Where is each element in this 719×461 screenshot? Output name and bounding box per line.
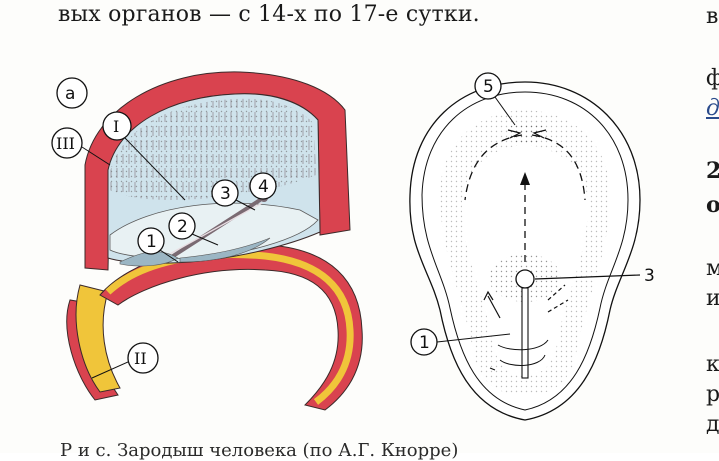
right-fragment-10: д [706,412,719,437]
embryo-outline-inner [421,91,629,411]
label-1: 1 [146,232,157,252]
figure-caption-partial: Р и с. Зародыш человека (по А.Г. Кнорре) [60,440,459,461]
right-fragment-4: 2 [706,158,719,184]
label-b-1: 1 [419,333,430,353]
label-II: II [134,349,147,368]
body-text-line: вых органов — с 14-х по 17-е сутки. [58,2,480,27]
panel-label-a: а [65,84,75,104]
label-b-5: 5 [483,77,494,97]
label-III: III [56,134,75,153]
yolk-sac-inner [75,284,121,393]
right-fragment-9: р [706,382,719,407]
right-fragment-7: и [706,286,719,311]
cardiac-region [507,122,547,144]
label-3: 3 [220,184,231,204]
label-4: 4 [258,177,269,197]
label-I: I [113,117,119,136]
right-fragment-6: м [706,256,719,281]
right-column-fragment: в ф д 2 о м и к р д [700,0,719,453]
right-fragment-8: к [706,352,719,377]
right-fragment-1: в [706,4,719,29]
figure-b: 5 3 1 [409,72,655,421]
right-fragment-5: о [706,192,719,218]
figure-a: а I III II 1 2 3 [51,71,363,411]
right-fragment-3: д [706,96,719,121]
right-fragment-2: ф [706,66,719,91]
label-b-3: 3 [644,266,655,286]
label-2: 2 [177,217,188,237]
